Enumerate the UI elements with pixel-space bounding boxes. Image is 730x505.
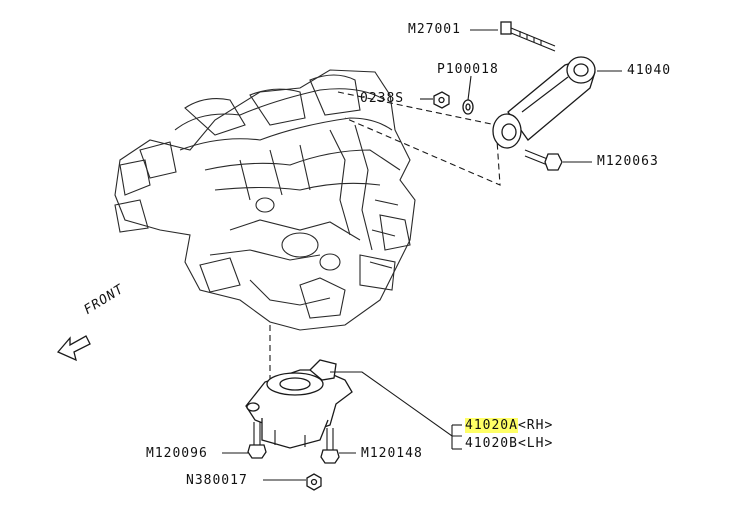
label-m120063: M120063 <box>597 154 659 169</box>
bolt-m120063 <box>524 149 563 171</box>
label-rh: <RH> <box>517 418 554 433</box>
leader-41020 <box>330 371 462 437</box>
pitching-stopper-part <box>492 56 596 149</box>
label-41020b-row: 41020B<LH> <box>465 437 553 451</box>
bolt-m120148 <box>320 428 340 464</box>
label-p100018: P100018 <box>437 62 499 77</box>
label-41020b: 41020B <box>465 436 518 451</box>
nut-0238s <box>433 91 450 109</box>
bolt-m27001 <box>500 21 556 52</box>
label-0238s: 0238S <box>360 91 405 106</box>
label-41020a-row: 41020A<RH> <box>465 418 554 433</box>
engine-drawing <box>114 69 416 331</box>
engine-mount-part <box>245 359 353 449</box>
label-m27001: M27001 <box>408 22 461 37</box>
label-41020a: 41020A <box>465 418 518 433</box>
upper-mount-outline <box>337 91 501 186</box>
label-n380017: N380017 <box>186 473 248 488</box>
leader-p100018 <box>467 75 472 101</box>
washer-p100018 <box>462 99 474 115</box>
label-41040: 41040 <box>627 63 672 78</box>
front-arrow-icon <box>56 335 91 362</box>
nut-n380017 <box>306 473 322 491</box>
bolt-m120096 <box>247 422 267 459</box>
label-m120096: M120096 <box>146 446 208 461</box>
label-m120148: M120148 <box>361 446 423 461</box>
label-lh: <LH> <box>517 436 554 451</box>
